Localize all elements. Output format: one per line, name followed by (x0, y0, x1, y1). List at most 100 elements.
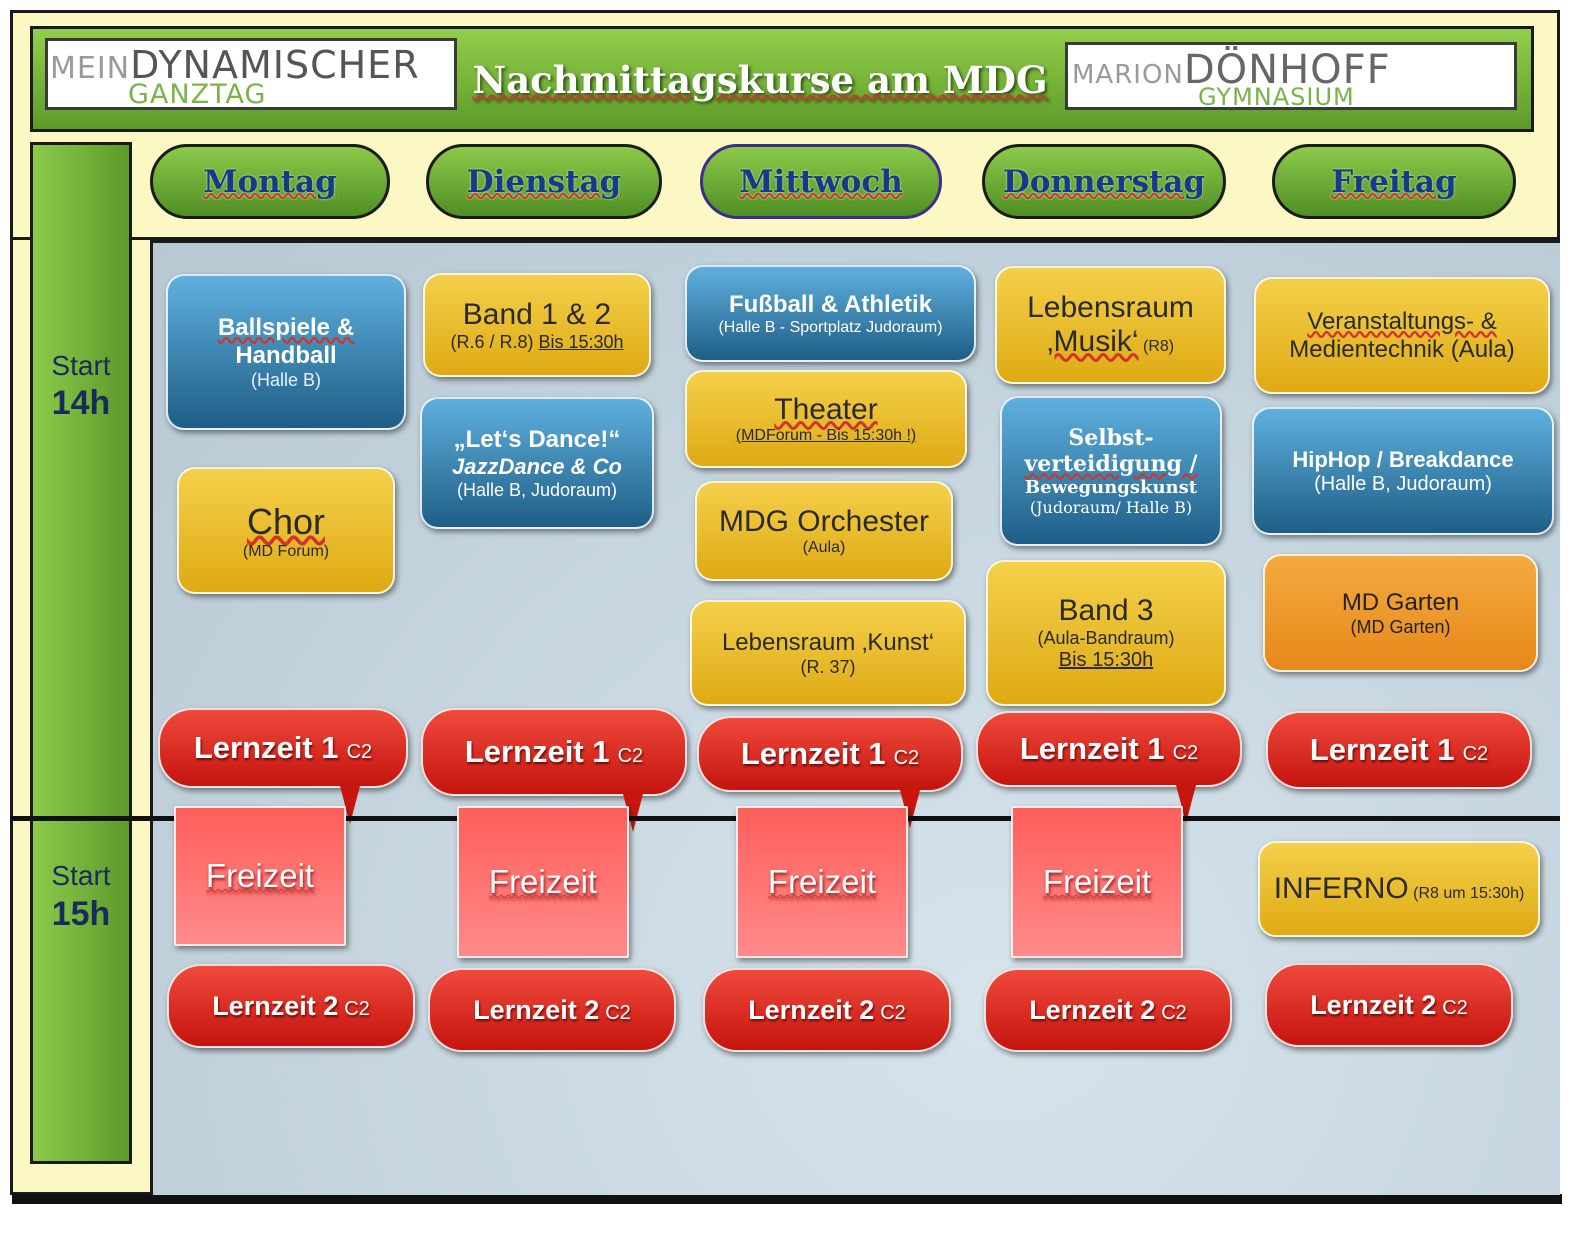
course-room: (Halle B, Judoraum) (1314, 472, 1492, 495)
logo-mein-dynamischer-ganztag: MEINDYNAMISCHER GANZTAG (45, 38, 457, 110)
course-theater[interactable]: Theater (MDForum - Bis 15:30h !) (685, 370, 967, 468)
course-inferno[interactable]: INFERNO (R8 um 15:30h) (1258, 841, 1540, 937)
course-mdg-orchester[interactable]: MDG Orchester (Aula) (695, 481, 953, 581)
course-title: Ballspiele & (217, 313, 355, 341)
course-lets-dance[interactable]: „Let‘s Dance!“ JazzDance & Co (Halle B, … (420, 397, 654, 529)
course-title: Medientechnik (Aula) (1289, 335, 1515, 363)
course-title: Bewegungskunst (1024, 477, 1198, 498)
day-label: Freitag (1331, 163, 1457, 200)
course-subtitle: JazzDance & Co (452, 453, 622, 479)
course-room: (R. 37) (800, 656, 856, 677)
lernzeit-room: C2 (893, 747, 920, 769)
day-label: Donnerstag (1002, 163, 1206, 200)
lernzeit-room: C2 (1161, 1001, 1187, 1024)
freizeit-label: Freizeit (205, 857, 315, 894)
course-room: (R.6 / R.8) (450, 331, 534, 352)
course-title: HipHop / Breakdance (1292, 446, 1514, 472)
lernzeit-room: C2 (344, 997, 370, 1020)
freizeit-label: Freizeit (488, 863, 598, 900)
divider-top (10, 237, 1560, 240)
lernzeit-room: C2 (1172, 742, 1199, 764)
course-band-1-2[interactable]: Band 1 & 2 (R.6 / R.8) Bis 15:30h (423, 273, 651, 377)
freizeit-label: Freizeit (1042, 863, 1152, 900)
lernzeit-room: C2 (1462, 743, 1489, 765)
lernzeit-label: Lernzeit 1 (740, 736, 886, 771)
course-room: (MD Garten) (1350, 616, 1451, 637)
course-veranstaltungstechnik[interactable]: Veranstaltungs- & Medientechnik (Aula) (1254, 277, 1550, 394)
course-time: (R8 um 15:30h) (1413, 885, 1525, 902)
lernzeit-room: C2 (617, 745, 644, 767)
course-time: Bis 15:30h (538, 331, 624, 352)
time-hour-15: 15h (51, 895, 111, 933)
course-room: (MD Forum) (242, 542, 330, 560)
lernzeit-label: Lernzeit 2 (473, 994, 600, 1025)
frame-shadow (12, 1194, 1562, 1204)
lernzeit-label: Lernzeit 2 (1310, 989, 1437, 1020)
lernzeit-room: C2 (346, 741, 373, 763)
lernzeit1-freitag[interactable]: Lernzeit 1 C2 (1266, 711, 1532, 789)
course-room: (Halle B, Judoraum) (456, 479, 618, 500)
course-ballspiele-handball[interactable]: Ballspiele & Handball (Halle B) (166, 274, 406, 430)
course-title: Theater (774, 393, 878, 426)
day-dienstag: Dienstag (426, 144, 662, 219)
course-md-garten[interactable]: MD Garten (MD Garten) (1263, 554, 1538, 672)
logo-right-big: DÖNHOFF (1183, 47, 1391, 93)
lernzeit-label: Lernzeit 2 (1029, 994, 1156, 1025)
lernzeit1-dienstag[interactable]: Lernzeit 1 C2 (421, 708, 687, 796)
course-room: (Halle B - Sportplatz Judoraum) (718, 318, 943, 336)
lernzeit-room: C2 (605, 1001, 631, 1024)
divider-left (150, 240, 153, 1195)
course-lebensraum-musik[interactable]: Lebensraum ‚Musik‘ (R8) (995, 266, 1226, 384)
course-title: MDG Orchester (718, 505, 930, 538)
day-label: Mittwoch (739, 163, 903, 200)
page-title: Nachmittagskurse am MDG (472, 58, 1048, 102)
freizeit-mittwoch[interactable]: Freizeit (736, 806, 908, 958)
lernzeit-label: Lernzeit 1 (1309, 732, 1455, 767)
course-title: Fußball & Athletik (728, 290, 933, 318)
course-selbstverteidigung[interactable]: Selbst- verteidigung / Bewegungskunst (J… (1000, 396, 1222, 546)
course-time: Bis 15:30h (1058, 649, 1154, 671)
day-mittwoch: Mittwoch (700, 144, 942, 219)
freizeit-donnerstag[interactable]: Freizeit (1011, 806, 1183, 958)
course-room: (Halle B) (250, 369, 321, 390)
course-title: ‚Musik‘ (1046, 325, 1139, 358)
lernzeit-label: Lernzeit 2 (748, 994, 875, 1025)
freizeit-montag[interactable]: Freizeit (174, 806, 346, 946)
course-title: INFERNO (1273, 872, 1409, 905)
lernzeit-label: Lernzeit 1 (464, 734, 610, 769)
lernzeit1-mittwoch[interactable]: Lernzeit 1 C2 (697, 716, 963, 792)
course-lebensraum-kunst[interactable]: Lebensraum ‚Kunst‘ (R. 37) (690, 600, 966, 706)
course-title: Veranstaltungs- & (1307, 307, 1497, 335)
course-title: Handball (235, 341, 337, 369)
course-chor[interactable]: Chor (MD Forum) (177, 467, 395, 594)
course-title: Lebensraum (1027, 291, 1194, 324)
lernzeit-room: C2 (880, 1001, 906, 1024)
logo-left-sub: GANZTAG (128, 79, 267, 110)
time-column (30, 142, 132, 1164)
course-hiphop-breakdance[interactable]: HipHop / Breakdance (Halle B, Judoraum) (1252, 407, 1554, 535)
day-label: Dienstag (466, 163, 622, 200)
course-title: MD Garten (1341, 588, 1460, 616)
lernzeit-room: C2 (1442, 996, 1468, 1019)
time-label-14: Start (51, 350, 111, 381)
day-montag: Montag (150, 144, 390, 219)
course-fussball-athletik[interactable]: Fußball & Athletik (Halle B - Sportplatz… (685, 265, 976, 362)
course-title: „Let‘s Dance!“ (453, 425, 621, 453)
course-room: (R8) (1143, 338, 1175, 355)
day-donnerstag: Donnerstag (982, 144, 1226, 219)
course-band-3[interactable]: Band 3 (Aula-Bandraum) Bis 15:30h (986, 560, 1226, 706)
freizeit-dienstag[interactable]: Freizeit (457, 806, 629, 958)
logo-left-small: MEIN (50, 51, 131, 86)
day-label: Montag (203, 163, 337, 200)
course-title: Chor (246, 500, 326, 542)
lernzeit-label: Lernzeit 1 (1019, 731, 1165, 766)
course-room: (Aula-Bandraum) (1037, 628, 1175, 648)
course-title: Lebensraum ‚Kunst‘ (721, 628, 935, 656)
lernzeit1-donnerstag[interactable]: Lernzeit 1 C2 (976, 711, 1242, 787)
